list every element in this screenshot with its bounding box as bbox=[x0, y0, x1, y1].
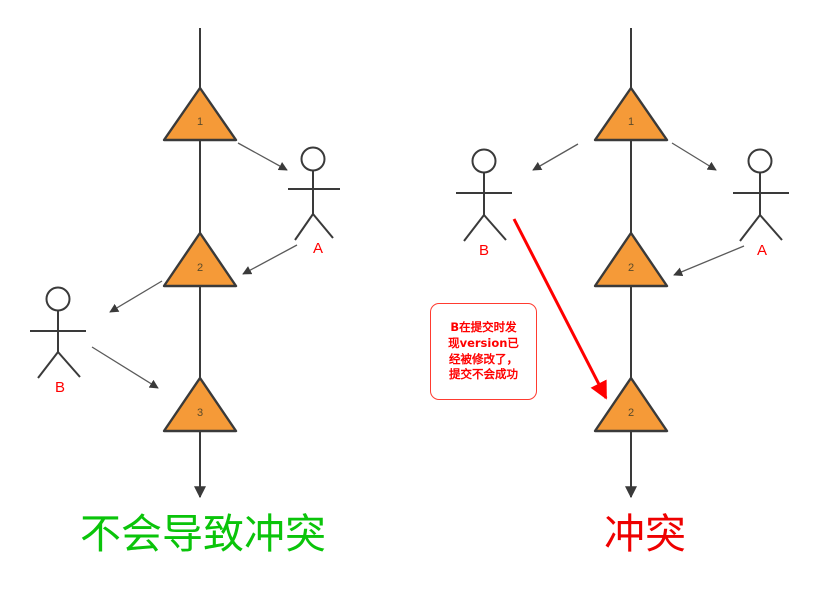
actor-head-icon bbox=[300, 146, 326, 172]
actor-leg-right bbox=[759, 214, 783, 241]
right-actor-a[interactable]: A bbox=[733, 148, 789, 260]
right-edge-actorB-conflict-arrow bbox=[512, 218, 608, 400]
actor-head-icon bbox=[45, 286, 71, 312]
right-actor-b[interactable]: B bbox=[456, 148, 512, 260]
conflict-callout-text: B在提交时发 现version已 经被修改了， 提交不会成功 bbox=[448, 319, 519, 382]
left-node-2[interactable]: 2 bbox=[162, 231, 238, 288]
actor-head-icon bbox=[471, 148, 497, 174]
triangle-shape bbox=[593, 231, 669, 288]
left-node-3-label: 3 bbox=[197, 407, 203, 419]
right-panel: 1 2 2 B bbox=[456, 28, 789, 558]
right-node-1[interactable]: 1 bbox=[593, 86, 669, 142]
right-edge-node1-to-actorA bbox=[671, 142, 717, 171]
right-node-1-label: 1 bbox=[628, 116, 634, 128]
left-node-1-label: 1 bbox=[197, 116, 203, 128]
actor-leg-left bbox=[739, 214, 761, 242]
right-node-2-label: 2 bbox=[628, 262, 634, 274]
left-node-1[interactable]: 1 bbox=[162, 86, 238, 142]
left-node-2-label: 2 bbox=[197, 262, 203, 274]
left-actor-a[interactable]: A bbox=[288, 146, 340, 258]
left-actor-b-label: B bbox=[55, 379, 65, 396]
left-edge-actorA-to-node2 bbox=[242, 244, 298, 275]
actor-head-icon bbox=[747, 148, 773, 174]
triangle-shape bbox=[162, 86, 238, 142]
right-actor-a-label: A bbox=[757, 242, 767, 259]
left-edge-node1-to-actorA bbox=[237, 142, 288, 171]
actor-leg-left bbox=[37, 351, 59, 379]
right-node-2[interactable]: 2 bbox=[593, 231, 669, 288]
left-caption: 不会导致冲突 bbox=[80, 510, 326, 558]
right-node-3-label: 2 bbox=[628, 407, 634, 419]
right-actor-b-label: B bbox=[479, 242, 489, 259]
left-edge-node2-to-actorB bbox=[109, 280, 163, 313]
left-actor-b[interactable]: B bbox=[30, 286, 86, 397]
triangle-shape bbox=[162, 376, 238, 433]
right-caption: 冲突 bbox=[604, 510, 686, 558]
actor-leg-left bbox=[463, 214, 485, 242]
triangle-shape bbox=[593, 86, 669, 142]
actor-leg-right bbox=[483, 214, 507, 241]
left-edge-actorB-to-node3 bbox=[91, 346, 159, 389]
left-panel: 1 2 3 A bbox=[30, 28, 340, 558]
actor-leg-right bbox=[57, 351, 81, 378]
right-node-3[interactable]: 2 bbox=[593, 376, 669, 433]
triangle-shape bbox=[162, 231, 238, 288]
right-edge-node1-to-actorB bbox=[532, 143, 579, 171]
actor-leg-left bbox=[294, 213, 314, 241]
left-actor-a-label: A bbox=[313, 240, 323, 257]
triangle-shape bbox=[593, 376, 669, 433]
left-node-3[interactable]: 3 bbox=[162, 376, 238, 433]
right-edge-actorA-to-node2 bbox=[673, 245, 745, 277]
actor-leg-right bbox=[312, 213, 334, 239]
conflict-callout-box: B在提交时发 现version已 经被修改了， 提交不会成功 bbox=[430, 303, 537, 400]
